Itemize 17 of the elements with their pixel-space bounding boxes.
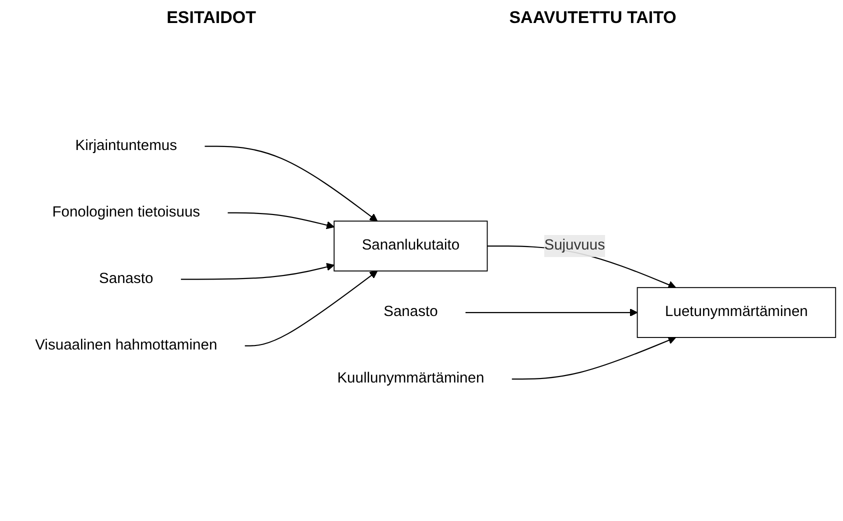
node-text: Sanasto [99, 271, 154, 287]
arrow [512, 336, 676, 380]
column-heading: ESITAIDOT [166, 8, 256, 28]
node-text: Kirjaintuntemus [75, 138, 178, 154]
arrow [180, 263, 334, 280]
arrow [204, 146, 378, 222]
node-text: Fonologinen tietoisuus [52, 204, 200, 221]
arrow [244, 270, 378, 347]
arrow [228, 212, 334, 230]
edge-label: Sujuvuus [544, 238, 605, 254]
node-box: Sananlukutaito [334, 220, 488, 272]
column-heading: SAAVUTETTU TAITO [509, 8, 676, 28]
arrow [466, 308, 638, 317]
node-text: Kuullunymmärtäminen [337, 371, 484, 387]
node-box: Luetunymmärtäminen [636, 287, 836, 338]
node-text: Sanasto [384, 304, 438, 320]
node-text: Visuaalinen hahmottaminen [35, 338, 218, 354]
